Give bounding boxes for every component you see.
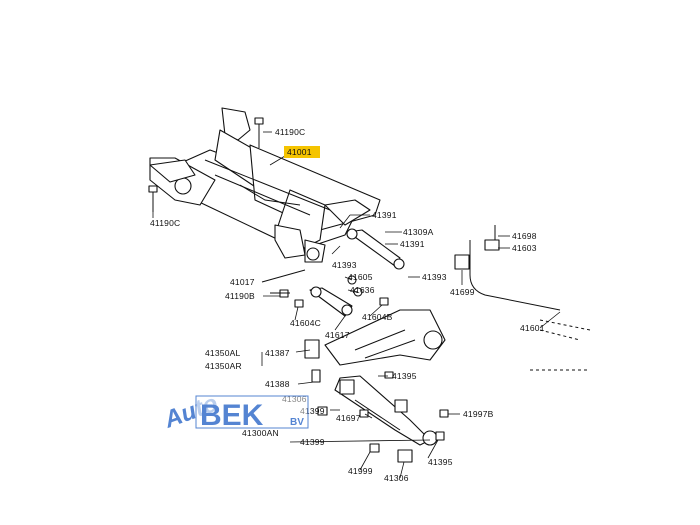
label-41603: 41603 [512, 243, 537, 253]
label-41604b: 41604B [362, 312, 393, 322]
label-41350al: 41350AL [205, 348, 241, 358]
knuckle-41350a [304, 309, 446, 383]
label-41399-b: 41399 [300, 437, 325, 447]
crossmember-assembly [149, 107, 381, 263]
label-41001-highlight [284, 146, 320, 158]
label-41350ar: 41350AR [205, 361, 242, 371]
bolt-41604b [379, 297, 389, 306]
leader-lines [152, 131, 561, 479]
label-41300an: 41300AN [242, 428, 279, 438]
watermark-box [195, 395, 309, 429]
label-41393-b: 41393 [422, 272, 447, 282]
watermark-brand: BEK [200, 399, 264, 432]
label-41309a: 41309A [403, 227, 434, 237]
label-41997b: 41997B [463, 409, 494, 419]
label-41306-a: 41306 [282, 394, 307, 404]
label-41393-a: 41393 [332, 260, 357, 270]
label-41698: 41698 [512, 231, 537, 241]
label-41190c-top: 41190C [275, 127, 305, 137]
link-41017 [261, 269, 306, 283]
label-41391-a: 41391 [372, 210, 397, 220]
label-41605: 41605 [348, 272, 373, 282]
bolt-41604c [294, 299, 304, 308]
lower-arm-41300an [334, 375, 438, 446]
arm-41617 [309, 286, 353, 317]
label-41999: 41999 [348, 466, 373, 476]
label-41391-b: 41391 [400, 239, 425, 249]
label-41001: 41001 [287, 147, 312, 157]
label-41604c: 41604C [290, 318, 321, 328]
label-41190c-left: 41190C [150, 218, 180, 228]
label-41395-b: 41395 [428, 457, 453, 467]
label-41601: 41601 [520, 323, 545, 333]
stabilizer-bar-41601 [454, 225, 591, 341]
autobek-watermark-logo: Auto BEK BV [160, 390, 309, 434]
label-41697: 41697 [336, 413, 361, 423]
label-41395-a: 41395 [392, 371, 417, 381]
label-41388: 41388 [265, 379, 290, 389]
label-41636: 41636 [350, 285, 375, 295]
watermark-suffix: BV [290, 417, 304, 428]
label-41617: 41617 [325, 330, 350, 340]
label-41699: 41699 [450, 287, 475, 297]
bolt-41190b [270, 289, 290, 298]
label-41399-a: 41399 [300, 406, 325, 416]
bolt-41190c-left [148, 185, 158, 212]
label-41387: 41387 [265, 348, 290, 358]
label-41017: 41017 [230, 277, 255, 287]
bolt-41190c-top [254, 117, 264, 148]
toe-link-41309a [346, 228, 405, 270]
label-41190b: 41190B [225, 291, 255, 301]
small-hardware [317, 369, 590, 463]
label-41306-b: 41306 [384, 473, 409, 483]
